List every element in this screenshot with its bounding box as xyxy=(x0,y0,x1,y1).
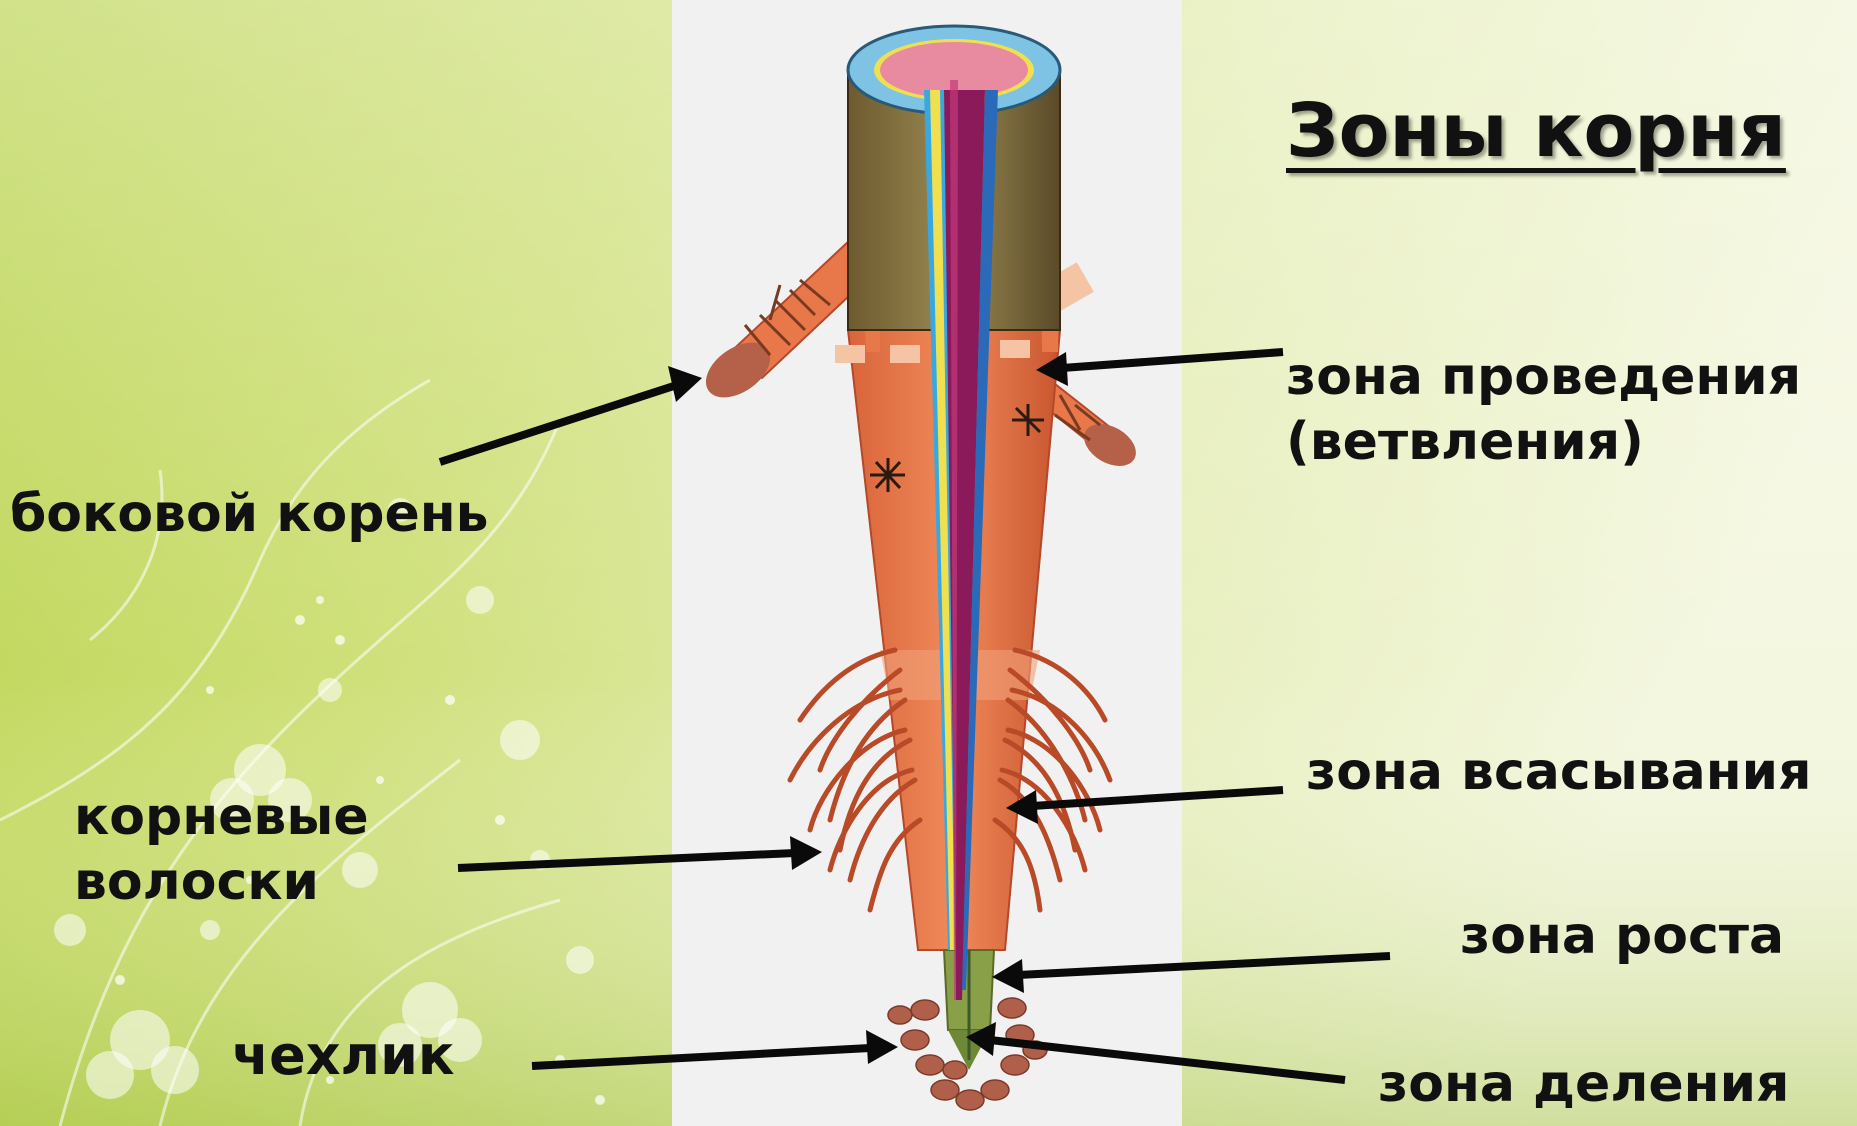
root-tip xyxy=(944,950,994,1070)
label-root-cap-text: чехлик xyxy=(232,1022,455,1090)
label-root-hairs: корневые волоски xyxy=(74,785,369,915)
label-root-cap: чехлик xyxy=(232,1022,455,1090)
label-conduction-zone: зона проведения (ветвления) xyxy=(1286,345,1801,475)
label-lateral-root: боковой корень xyxy=(10,482,489,547)
arrow-conduction-zone xyxy=(1036,352,1283,386)
label-division-zone: зона деления xyxy=(1378,1052,1789,1117)
arrow-growth-zone xyxy=(992,956,1390,993)
label-root-hairs-line1: корневые xyxy=(74,785,369,850)
label-lateral-root-text: боковой корень xyxy=(10,482,489,547)
arrow-root-cap xyxy=(532,1030,898,1066)
arrow-root-hairs xyxy=(458,836,822,870)
label-absorption-zone: зона всасывания xyxy=(1306,740,1811,805)
label-conduction-zone-line1: зона проведения xyxy=(1286,345,1801,410)
page-title: Зоны корня xyxy=(1286,88,1786,174)
label-growth-zone: зона роста xyxy=(1460,904,1784,969)
label-absorption-zone-text: зона всасывания xyxy=(1306,740,1811,805)
label-conduction-zone-line2: (ветвления) xyxy=(1286,410,1801,475)
label-division-zone-text: зона деления xyxy=(1378,1052,1789,1117)
arrow-lateral-root xyxy=(440,366,702,462)
label-growth-zone-text: зона роста xyxy=(1460,904,1784,969)
label-root-hairs-line2: волоски xyxy=(74,850,369,915)
